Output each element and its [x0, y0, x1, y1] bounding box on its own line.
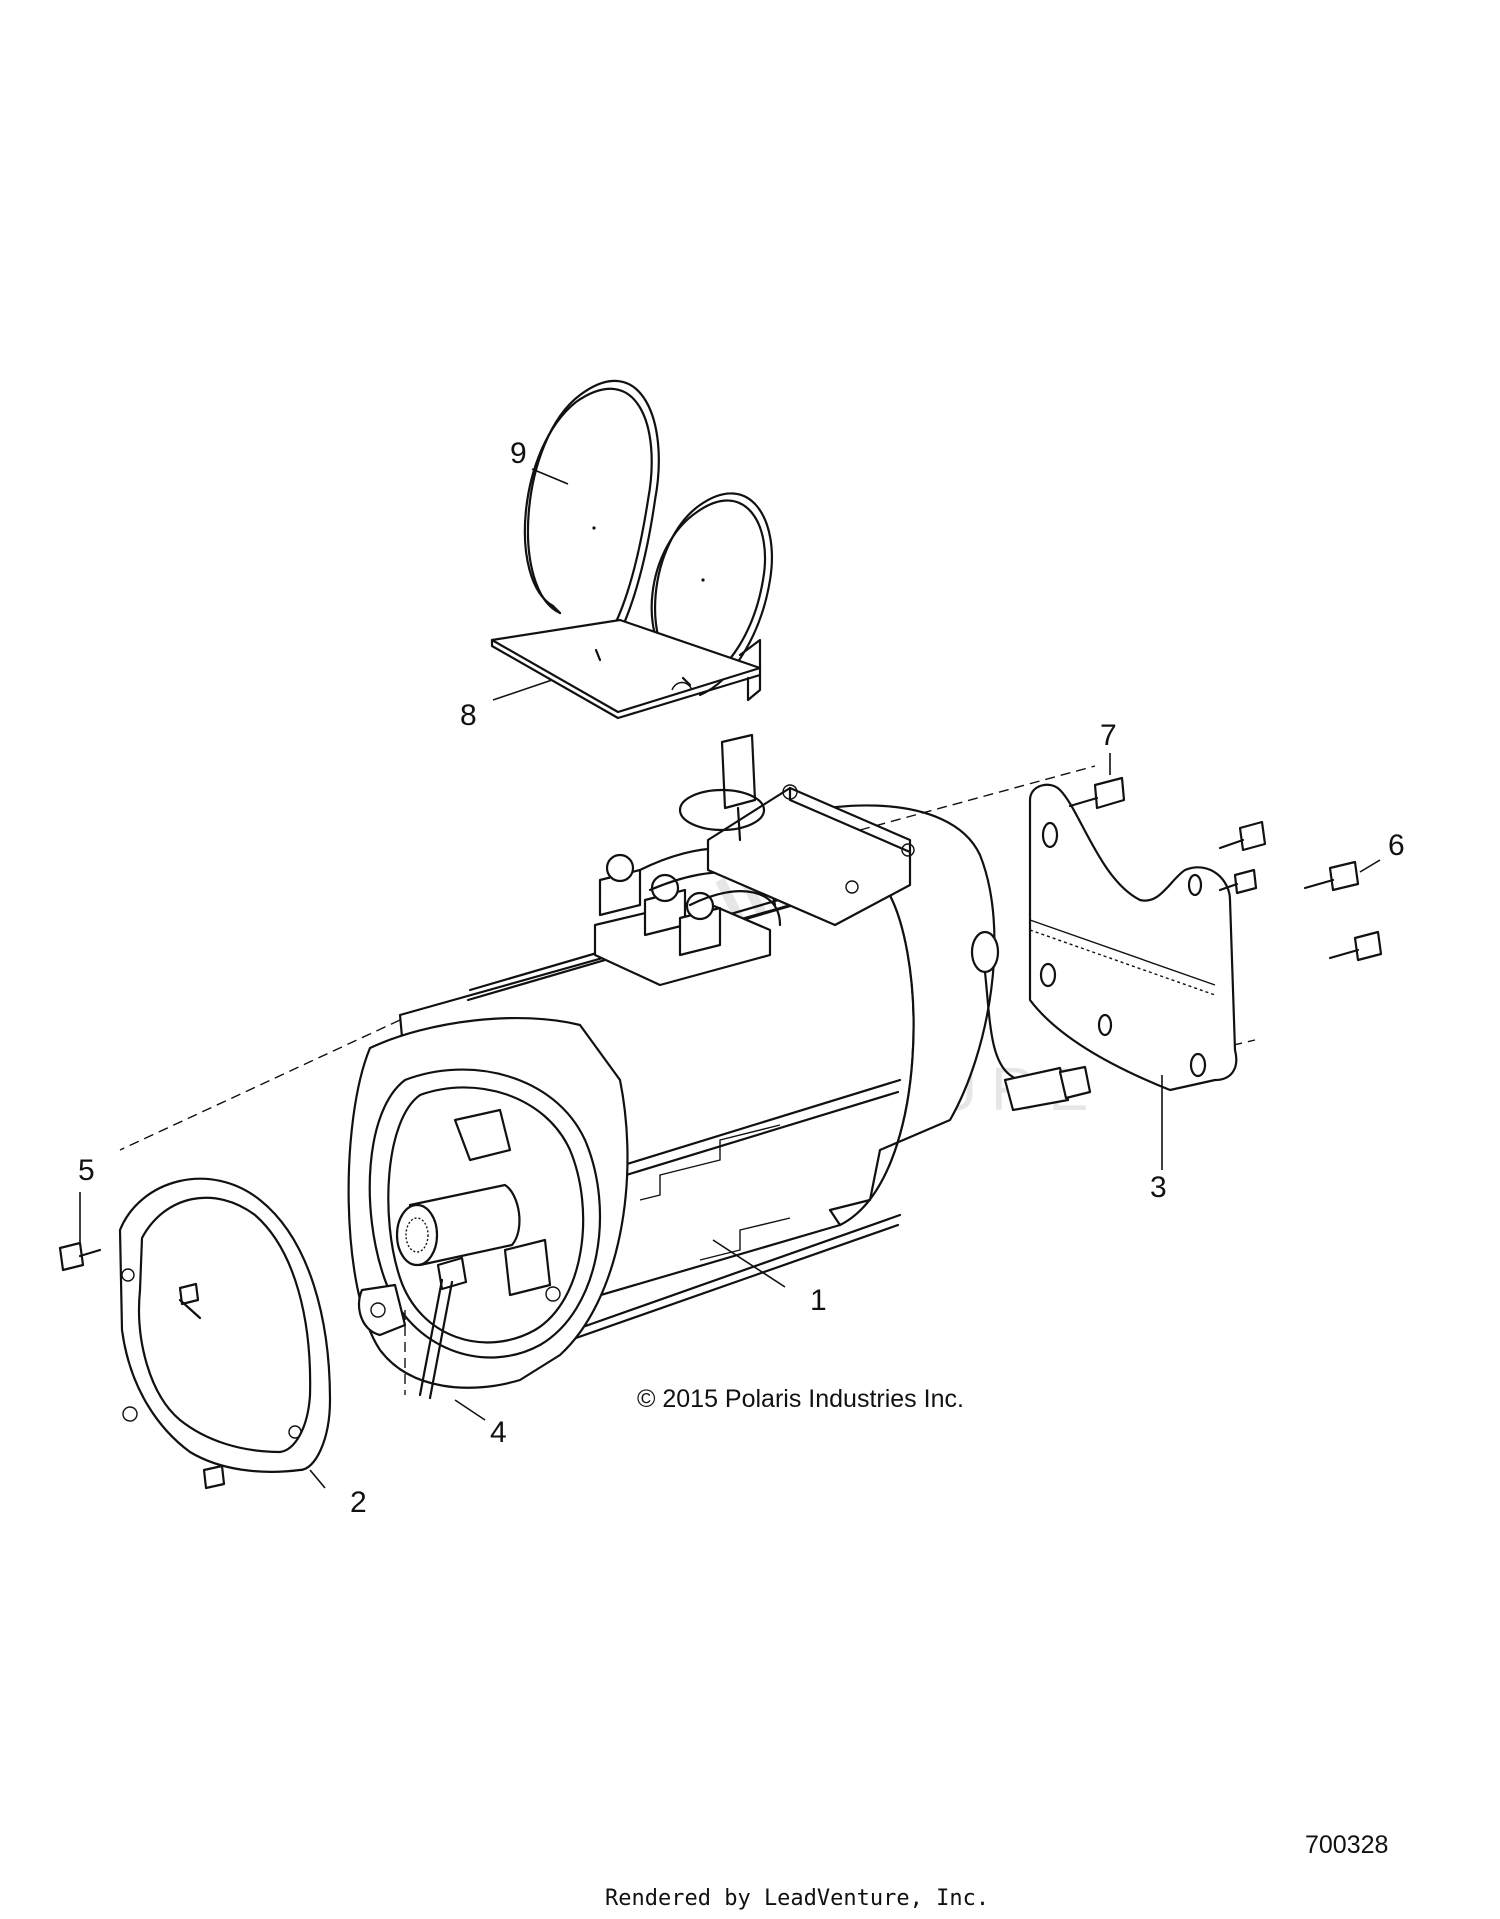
mounting-bracket[interactable]	[1028, 783, 1238, 1092]
callout-6: 6	[1388, 829, 1405, 862]
figure-number: 700328	[1305, 1831, 1388, 1859]
copyright-notice: © 2015 Polaris Industries Inc.	[637, 1385, 964, 1413]
motor-assembly[interactable]	[119, 733, 1256, 1395]
leader-lines	[79, 468, 1381, 1489]
callout-3: 3	[1150, 1171, 1167, 1204]
callout-7: 7	[1100, 719, 1117, 752]
callout-5: 5	[78, 1154, 95, 1187]
mounting-plate[interactable]	[490, 604, 762, 720]
footer-credit: Rendered by LeadVenture, Inc.	[605, 1886, 989, 1911]
callout-labels: 9 8 7 6 3 5 2 1 4	[78, 437, 1405, 1519]
end-cover-plate[interactable]	[118, 1177, 332, 1490]
bolt-4[interactable]	[418, 1256, 468, 1400]
bolts-6[interactable]	[1218, 820, 1383, 962]
clamp-bands[interactable]	[523, 380, 773, 697]
callout-4: 4	[490, 1416, 507, 1449]
bolt-7[interactable]	[1068, 776, 1126, 810]
bolt-5[interactable]	[58, 1241, 102, 1272]
callout-9: 9	[510, 437, 527, 470]
callout-1: 1	[810, 1284, 827, 1317]
callout-2: 2	[350, 1486, 367, 1519]
callout-8: 8	[460, 699, 477, 732]
